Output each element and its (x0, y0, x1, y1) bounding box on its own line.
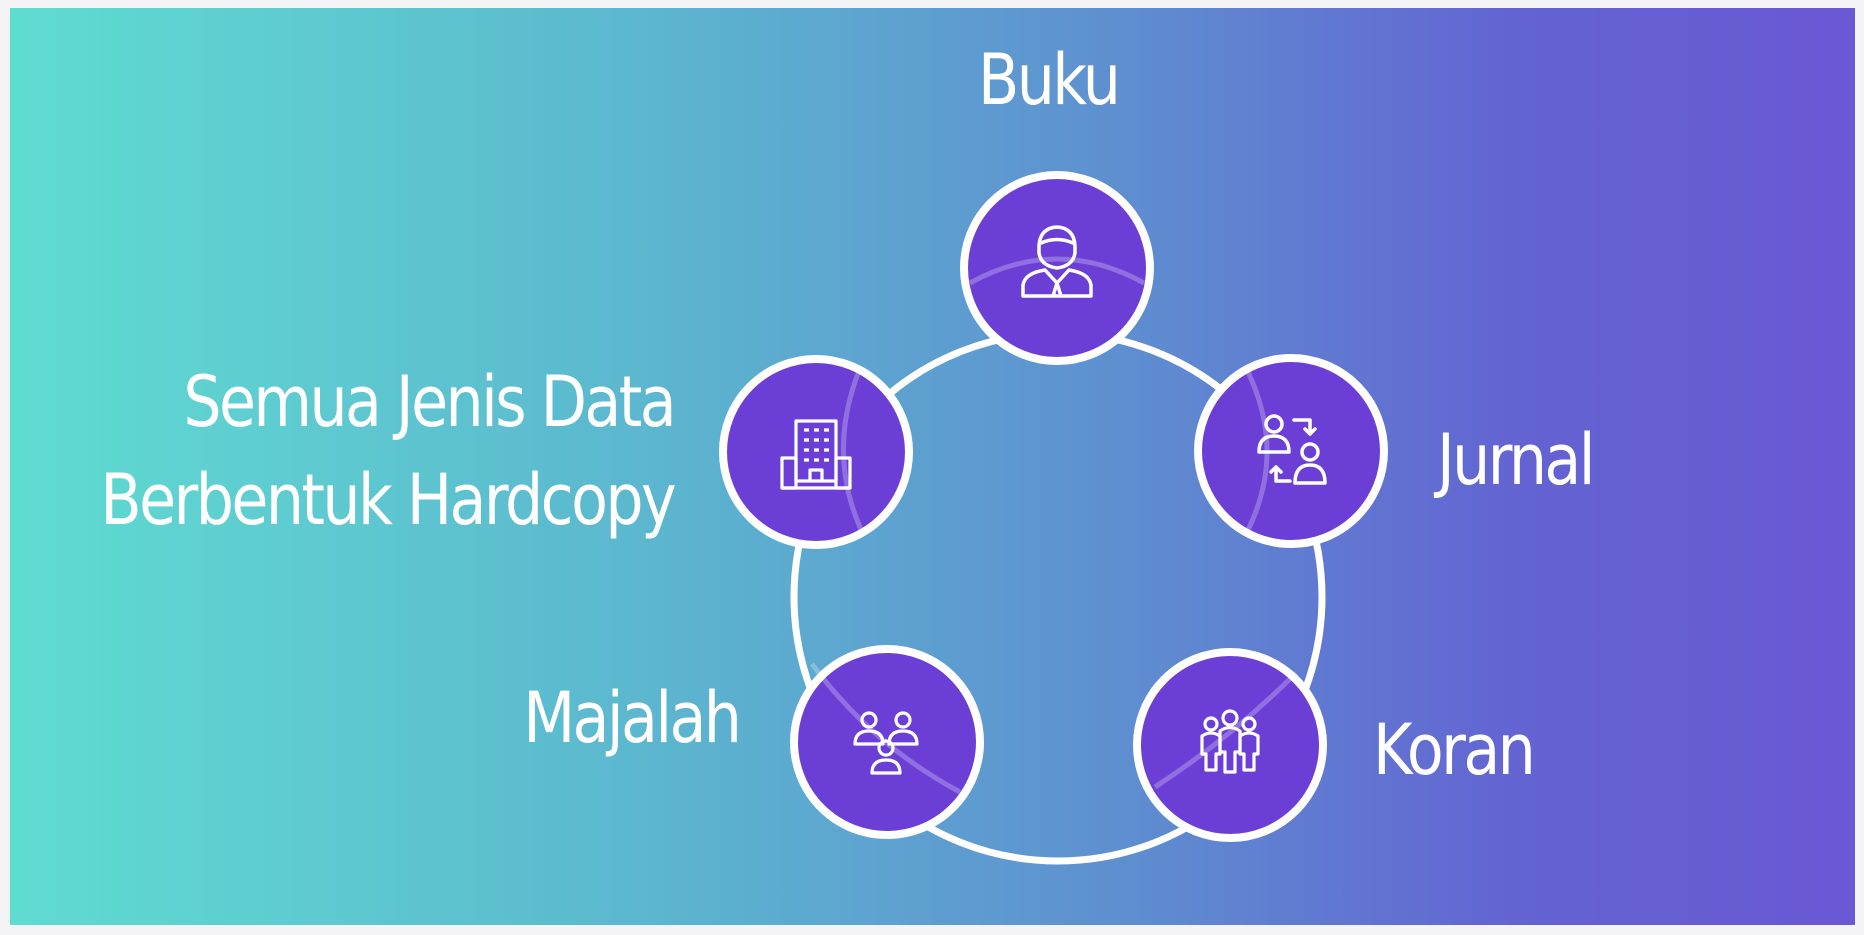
label-jurnal: Jurnal (1437, 419, 1595, 501)
node-koran[interactable] (1133, 648, 1327, 842)
group-icon (1200, 709, 1260, 774)
label-line-2: Berbentuk Hardcopy (100, 459, 676, 541)
team-icon (853, 711, 919, 775)
label-koran: Koran (1373, 709, 1536, 791)
office-building-icon (780, 419, 852, 490)
label-majalah: Majalah (522, 677, 742, 759)
node-majalah[interactable] (790, 645, 984, 839)
label-buku: Buku (978, 39, 1121, 121)
node-semua-jenis-data[interactable] (719, 355, 913, 549)
user-exchange-icon (1257, 414, 1327, 485)
node-buku[interactable] (960, 171, 1154, 365)
businessman-icon (1021, 225, 1093, 298)
label-semua-jenis-data: Semua Jenis Data Berbentuk Hardcopy (100, 361, 676, 541)
node-jurnal[interactable] (1194, 354, 1388, 548)
label-line-1: Semua Jenis Data (183, 361, 676, 443)
